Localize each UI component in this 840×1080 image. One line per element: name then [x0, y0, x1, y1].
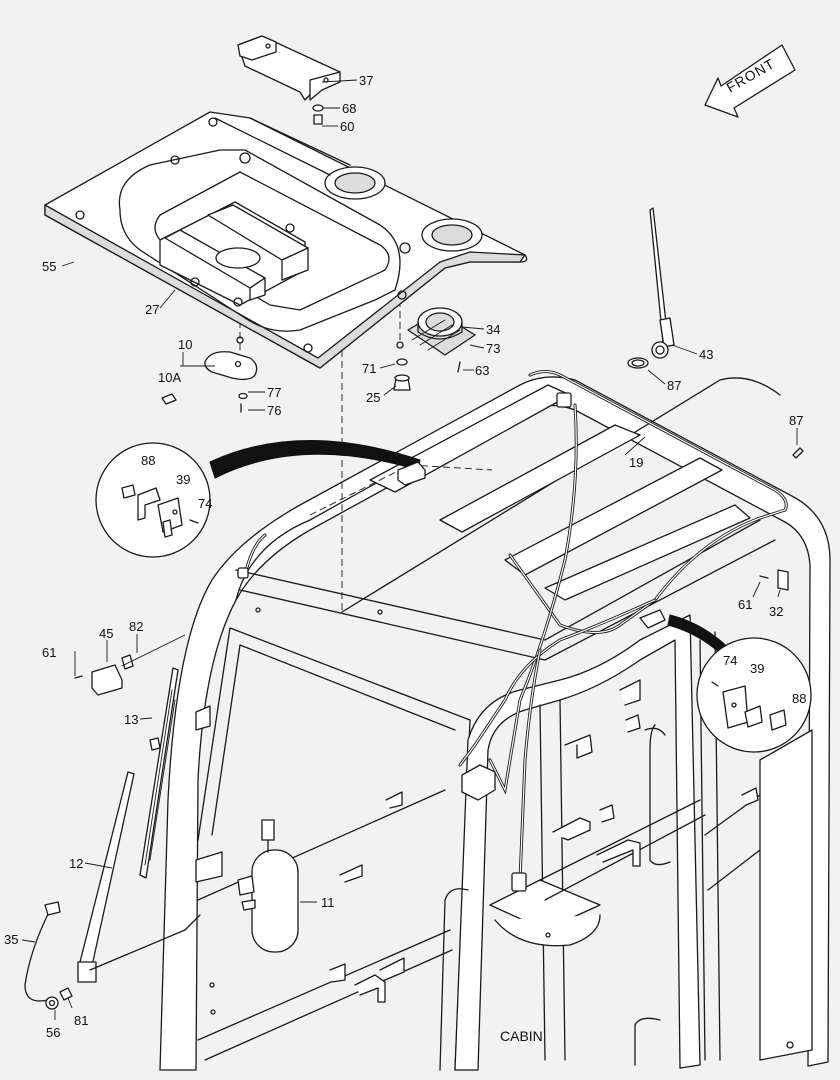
callout-63: 63	[475, 363, 489, 378]
callout-35: 35	[4, 932, 18, 947]
callout-10: 10	[178, 337, 192, 352]
callout-39-right: 39	[750, 661, 764, 676]
callout-45: 45	[99, 626, 113, 641]
washer-tank	[237, 819, 299, 953]
callout-12: 12	[69, 856, 83, 871]
callout-labels: 37 68 60 55 27 34 73 71 63 25 10 10A 77 …	[4, 73, 806, 1044]
roof-bracket	[397, 461, 426, 486]
callout-76: 76	[267, 403, 281, 418]
leader-lines	[21, 79, 798, 1020]
callout-82: 82	[129, 619, 143, 634]
callout-60: 60	[340, 119, 354, 134]
callout-61-right: 61	[738, 597, 752, 612]
callout-43: 43	[699, 347, 713, 362]
callout-10a: 10A	[158, 370, 181, 385]
washer	[396, 358, 408, 366]
callout-88-left: 88	[141, 453, 155, 468]
callout-25: 25	[366, 390, 380, 405]
callout-19: 19	[629, 455, 643, 470]
detail-view-right	[696, 637, 812, 753]
callout-39-left: 39	[176, 472, 190, 487]
speaker	[407, 307, 476, 356]
cabin-frame	[159, 376, 831, 1071]
callout-81: 81	[74, 1013, 88, 1028]
callout-13: 13	[124, 712, 138, 727]
callout-34: 34	[486, 322, 500, 337]
callout-56: 56	[46, 1025, 60, 1040]
diagram-title: CABIN	[500, 1028, 543, 1044]
callout-37: 37	[359, 73, 373, 88]
callout-73: 73	[486, 341, 500, 356]
callout-74-left: 74	[198, 496, 212, 511]
callout-87-b: 87	[789, 413, 803, 428]
callout-55: 55	[42, 259, 56, 274]
callout-61-left: 61	[42, 645, 56, 660]
callout-74-right: 74	[723, 653, 737, 668]
callout-77: 77	[267, 385, 281, 400]
wiper-arm	[77, 771, 201, 983]
wiper-blade	[139, 667, 179, 879]
callout-71: 71	[362, 361, 376, 376]
callout-32: 32	[769, 604, 783, 619]
callout-68: 68	[342, 101, 356, 116]
dome-lamp	[161, 351, 258, 413]
callout-88-right: 88	[792, 691, 806, 706]
callout-87-a: 87	[667, 378, 681, 393]
clip-bracket	[74, 654, 134, 696]
antenna	[627, 207, 804, 459]
callout-27: 27	[145, 302, 159, 317]
wire-harness	[237, 370, 788, 892]
callout-11: 11	[321, 895, 335, 910]
mount-bracket	[237, 35, 341, 125]
front-direction-arrow: FRONT	[704, 44, 796, 118]
detail-view-left	[95, 442, 211, 558]
roof-trim-panel	[44, 111, 528, 369]
washer-hose	[24, 901, 73, 1010]
